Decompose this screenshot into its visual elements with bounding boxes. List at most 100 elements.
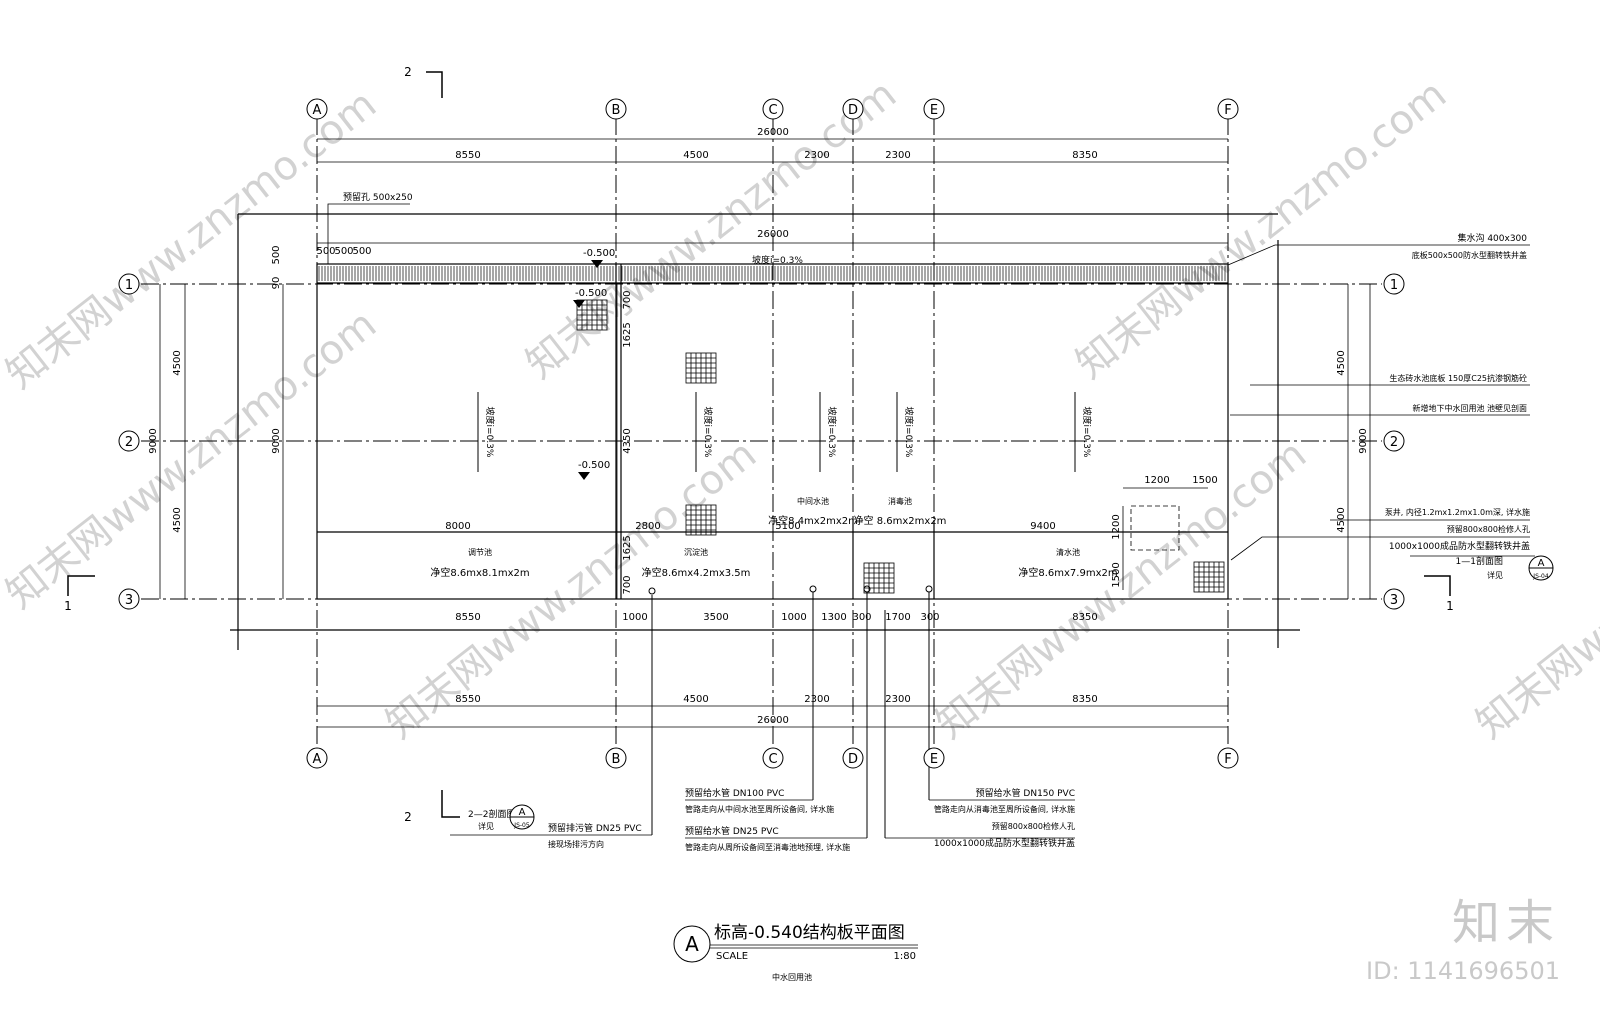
brand-watermark: 知末 ID: 1141696501 bbox=[1366, 899, 1560, 985]
grid-bubble-label: 3 bbox=[1390, 593, 1398, 608]
dim-left: 4500 bbox=[172, 350, 183, 375]
grid-bubble-b-bottom: B bbox=[605, 747, 627, 769]
leader-line bbox=[1227, 244, 1530, 266]
pool-size: 净空8.6mx7.9mx2m bbox=[1018, 566, 1117, 579]
dim-top-small: 500 bbox=[352, 246, 371, 257]
pool-name: 中间水池 bbox=[797, 496, 829, 506]
grid-bubble-circle bbox=[762, 98, 784, 120]
scale-label: SCALE bbox=[716, 951, 748, 962]
dim-left-total: 9000 bbox=[148, 428, 159, 453]
detail-ref-letter: A bbox=[1538, 558, 1545, 569]
hole-symbol bbox=[1193, 561, 1225, 593]
pool-name: 消毒池 bbox=[888, 496, 912, 506]
dim-inner-bottom: 1700 bbox=[885, 612, 910, 623]
dim-inner-bottom: 1000 bbox=[622, 612, 647, 623]
section-number: 1 bbox=[64, 599, 72, 613]
dim-left-inner-total: 9000 bbox=[271, 428, 282, 453]
dim-right-total: 9000 bbox=[1358, 428, 1369, 453]
slope-label: 坡度i=0.3% bbox=[826, 407, 838, 458]
grid-bubble-label: B bbox=[612, 103, 621, 118]
grid-bubble-circle bbox=[762, 747, 784, 769]
grid-bubble-circle bbox=[118, 273, 140, 295]
pool-name: 沉淀池 bbox=[684, 547, 708, 557]
dim-left: 4500 bbox=[172, 507, 183, 532]
pool-size: 净空 8.6mx2mx2m bbox=[854, 514, 947, 527]
elevation-triangle bbox=[578, 472, 590, 480]
section-number: 2 bbox=[404, 65, 412, 79]
dim-mid-v: 700 bbox=[622, 290, 633, 309]
grid-bubble-e-top: E bbox=[923, 98, 945, 120]
bottom-note: 1000x1000成品防水型翻转铁井盖 bbox=[934, 837, 1075, 849]
grid-bubble-d-bottom: D bbox=[842, 747, 864, 769]
elevation-label: -0.500 bbox=[583, 248, 615, 259]
slope-label: 坡度i=0.3% bbox=[702, 407, 714, 458]
dim-top-small: 500 bbox=[316, 246, 335, 257]
elevation-markers bbox=[573, 260, 603, 480]
watermark-text: 知末网www.znzmo.com bbox=[928, 431, 1315, 748]
grid-bubble-circle bbox=[842, 747, 864, 769]
hole-label: 预留孔 500x250 bbox=[343, 191, 413, 203]
grid-bubble-label: B bbox=[612, 752, 621, 767]
grid-bubble-c-bottom: C bbox=[762, 747, 784, 769]
bottom-note: 预留给水管 DN25 PVC bbox=[685, 825, 779, 837]
gutter-hatch bbox=[318, 266, 1226, 281]
bottom-note: 预留排污管 DN25 PVC bbox=[548, 822, 642, 834]
section-mark bbox=[426, 71, 443, 98]
grid-bubble-e-bottom: E bbox=[923, 747, 945, 769]
right-note: 预留800x800检修人孔 bbox=[1447, 524, 1530, 534]
bottom-note: 预留800x800检修人孔 bbox=[992, 821, 1075, 831]
slope-arrows bbox=[477, 392, 1076, 472]
grid-bubble-circle bbox=[923, 747, 945, 769]
dim-inner-bottom: 1000 bbox=[781, 612, 806, 623]
dim-top-seg: 8550 bbox=[455, 150, 480, 161]
drawing-title: 标高-0.540结构板平面图 bbox=[714, 923, 905, 943]
grid-bubble-circle bbox=[1383, 430, 1405, 452]
dim-bottom-seg: 2300 bbox=[804, 694, 829, 705]
watermark-layer: 知末网www.znzmo.com 知末网www.znzmo.com 知末网www… bbox=[0, 71, 1600, 748]
dim-bottom-seg: 4500 bbox=[683, 694, 708, 705]
sump-outline bbox=[1130, 505, 1180, 551]
grid-bubble-circle bbox=[1217, 747, 1239, 769]
grid-bubble-1-left: 1 bbox=[118, 273, 140, 295]
right-note: 集水沟 400x300 bbox=[1457, 232, 1527, 244]
right-note: 1000x1000成品防水型翻转铁井盖 bbox=[1389, 540, 1530, 552]
right-note: 底板500x500防水型翻转铁井盖 bbox=[1412, 250, 1527, 260]
bottom-note: 管路走向从中间水池至周所设备间, 详水施 bbox=[685, 804, 834, 814]
watermark-text: 知末网www.znzmo.com bbox=[1468, 431, 1600, 748]
grid-bubble-circle bbox=[118, 588, 140, 610]
grid-bubble-label: D bbox=[848, 103, 858, 118]
dim-top-small: 500 bbox=[334, 246, 353, 257]
dim-inner-bottom: 1300 bbox=[821, 612, 846, 623]
pool-size: 净空8.6mx4.2mx3.5m bbox=[642, 566, 751, 579]
pool-name: 调节池 bbox=[468, 547, 492, 557]
section-mark bbox=[67, 575, 95, 596]
grid-bubble-label: E bbox=[930, 103, 938, 118]
detail-ref bbox=[509, 555, 1554, 963]
right-note: 1—1剖面图 bbox=[1456, 555, 1503, 567]
section-mark bbox=[1424, 575, 1451, 596]
grid-bubble-3-left: 3 bbox=[118, 588, 140, 610]
grid-bubble-circle bbox=[306, 98, 328, 120]
grid-bubble-a-bottom: A bbox=[306, 747, 328, 769]
pool-size: 净空8.4mx2mx2m bbox=[768, 514, 858, 527]
section-number: 1 bbox=[1446, 599, 1454, 613]
hole-symbol bbox=[576, 299, 608, 331]
section-marks bbox=[67, 71, 1451, 818]
grid-bubble-1-right: 1 bbox=[1383, 273, 1405, 295]
grid-bubble-label: C bbox=[768, 752, 777, 767]
dim-total-bottom: 26000 bbox=[757, 715, 789, 726]
dim-top-seg: 4500 bbox=[683, 150, 708, 161]
grid-bubble-2-right: 2 bbox=[1383, 430, 1405, 452]
dim-sump: 1200 bbox=[1144, 475, 1169, 486]
gutter-slope-label: 坡度i=0.3% bbox=[752, 254, 803, 266]
grid-bubble-label: 1 bbox=[1390, 278, 1398, 293]
grid-bubble-label: D bbox=[848, 752, 858, 767]
bottom-note: 管路走向从周所设备间至消毒池地预埋, 详水施 bbox=[685, 842, 850, 852]
grid-bubble-label: 2 bbox=[1390, 435, 1398, 450]
dim-total-top: 26000 bbox=[757, 127, 789, 138]
grid-bubble-label: 3 bbox=[125, 593, 133, 608]
elevation-label: -0.500 bbox=[575, 288, 607, 299]
dim-inner-bottom: 300 bbox=[852, 612, 871, 623]
grid-bubble-circle bbox=[605, 98, 627, 120]
slope-label: 坡度i=0.3% bbox=[484, 407, 496, 458]
